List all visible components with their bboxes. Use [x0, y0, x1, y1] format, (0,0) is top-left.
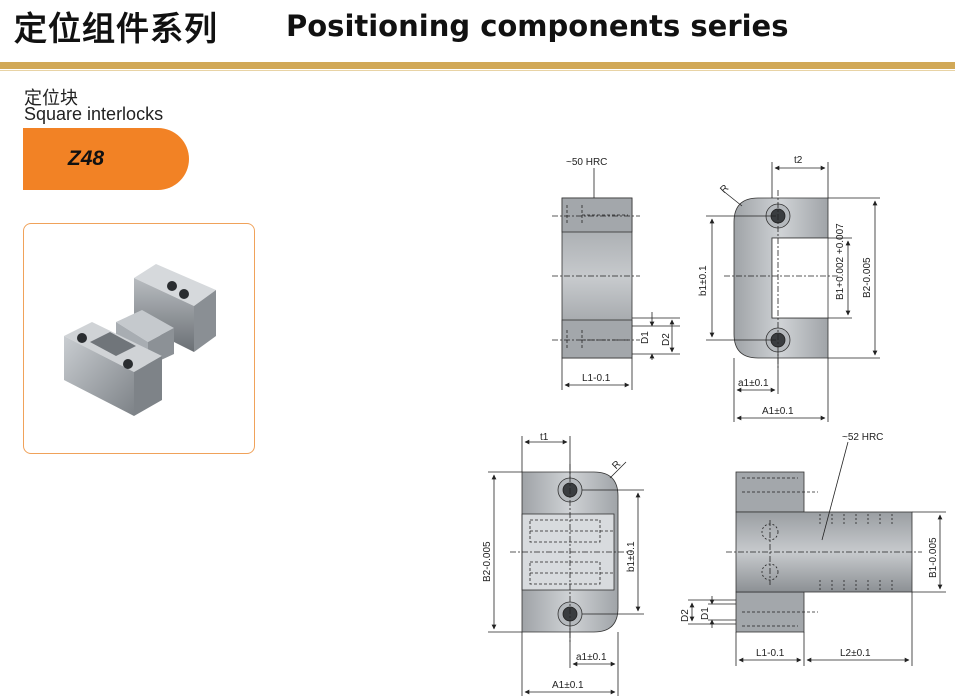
radius-label-bottom: R	[610, 459, 623, 472]
a1-label-bottom: a1±0.1	[576, 652, 607, 663]
product-code-badge: Z48	[23, 128, 189, 190]
side-view-top	[552, 168, 680, 390]
A1-label-bottom: A1±0.1	[552, 680, 584, 691]
gold-divider-thin	[0, 70, 955, 71]
a1-label-top: a1±0.1	[738, 378, 769, 389]
B2-label-bottom: B2-0.005	[482, 541, 493, 582]
B1-tolerance-label: B1+0.002 +0.007	[835, 223, 846, 300]
B1-label-bottom: B1-0.005	[928, 537, 939, 578]
b1-label-top: b1±0.1	[698, 265, 709, 296]
front-view-c-shape	[706, 162, 880, 422]
L1-label-top: L1-0.1	[582, 373, 611, 384]
L1-label-bottom: L1-0.1	[756, 648, 785, 659]
D2-label-bottom: D2	[680, 609, 691, 622]
t2-label: t2	[794, 155, 803, 166]
header: 定位组件系列 Positioning components series	[0, 0, 955, 60]
title-english: Positioning components series	[286, 9, 789, 43]
hrc-label-bottom: ~52 HRC	[842, 432, 883, 443]
title-chinese: 定位组件系列	[14, 9, 218, 48]
front-view-bottom	[488, 436, 644, 696]
D2-label-top: D2	[661, 333, 672, 346]
L2-label: L2±0.1	[840, 648, 871, 659]
D1-label-top: D1	[640, 331, 651, 344]
A1-label-top: A1±0.1	[762, 406, 794, 417]
product-name-english: Square interlocks	[24, 104, 164, 124]
product-photo-frame	[23, 223, 255, 454]
hrc-label-top: ~50 HRC	[566, 157, 607, 168]
product-photo	[64, 264, 216, 416]
radius-label-top: R	[718, 183, 731, 196]
side-view-bottom	[688, 441, 946, 666]
t1-label: t1	[540, 432, 549, 443]
product-name-chinese: 定位块	[24, 88, 78, 109]
b1-label-bottom: b1±0.1	[626, 541, 637, 572]
product-code: Z48	[67, 147, 105, 170]
gold-divider	[0, 62, 955, 69]
B2-label-top: B2-0.005	[862, 257, 873, 298]
D1-label-bottom: D1	[700, 607, 711, 620]
